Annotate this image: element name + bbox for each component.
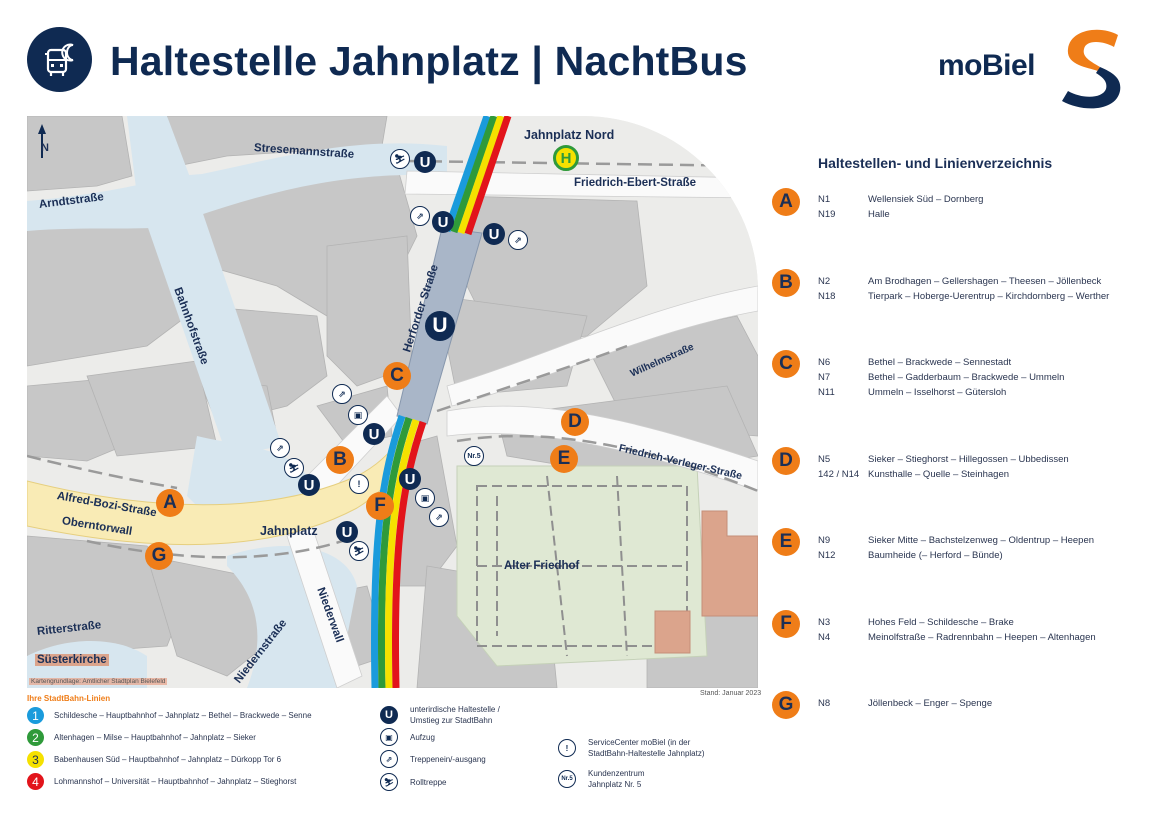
place-label-jahnplatz-nord: Jahnplatz Nord xyxy=(524,128,615,142)
legend-elevator: ▣ Aufzug xyxy=(380,728,435,746)
elevator-icon[interactable]: ▣ xyxy=(415,488,435,508)
legend-stairs: ⇗ Treppenein/-ausgang xyxy=(380,750,486,768)
stop-marker-b[interactable]: B xyxy=(326,446,354,474)
stop-marker-g[interactable]: G xyxy=(145,542,173,570)
stairs-icon[interactable]: ⇗ xyxy=(429,507,449,527)
u-bahn-entrance-icon[interactable]: U xyxy=(432,211,454,233)
stop-badge-e: E xyxy=(772,528,800,556)
u-bahn-entrance-icon[interactable]: U xyxy=(363,423,385,445)
stop-badge-g: G xyxy=(772,691,800,719)
place-label-jahnplatz: Jahnplatz xyxy=(260,524,318,538)
stop-marker-c[interactable]: C xyxy=(383,362,411,390)
street-label-ebert: Friedrich-Ebert-Straße xyxy=(574,177,697,189)
bus-stop-h-icon[interactable]: H xyxy=(553,145,579,171)
elevator-icon[interactable]: ▣ xyxy=(348,405,368,425)
legend-escalator: ⛷ Rolltreppe xyxy=(380,773,446,791)
u-bahn-entrance-icon[interactable]: U xyxy=(336,521,358,543)
elevator-icon: ▣ xyxy=(380,728,398,746)
brand-name: moBiel xyxy=(938,49,1036,82)
map-date-stand: Stand: Januar 2023 xyxy=(700,690,762,697)
stop-marker-d[interactable]: D xyxy=(561,408,589,436)
map-background xyxy=(27,116,758,688)
legend-u-station: U unterirdische Haltestelle /Umstieg zur… xyxy=(380,704,500,726)
north-label: N xyxy=(41,142,49,154)
stairs-icon[interactable]: ⇗ xyxy=(508,230,528,250)
stop-badge-b: B xyxy=(772,269,800,297)
stadtbahn-line-3: 3 Babenhausen Süd – Hauptbahnhof – Jahnp… xyxy=(27,751,281,768)
page-title: Haltestelle Jahnplatz | NachtBus xyxy=(110,38,748,84)
line-4-badge: 4 xyxy=(27,773,44,790)
map-credit: Kartengrundlage: Amtlicher Stadtplan Bie… xyxy=(29,678,168,685)
escalator-icon: ⛷ xyxy=(380,773,398,791)
stop-marker-a[interactable]: A xyxy=(156,489,184,517)
stadtbahn-line-2: 2 Altenhagen – Milse – Hauptbahnhof – Ja… xyxy=(27,729,256,746)
u-bahn-station-icon[interactable]: U xyxy=(425,311,455,341)
line-2-badge: 2 xyxy=(27,729,44,746)
service-center-icon: ! xyxy=(558,739,576,757)
u-bahn-entrance-icon[interactable]: U xyxy=(298,474,320,496)
stop-badge-d: D xyxy=(772,447,800,475)
stadtbahn-line-4: 4 Lohmannshof – Universität – Hauptbahnh… xyxy=(27,773,296,790)
night-bus-icon xyxy=(44,43,73,76)
stairs-icon[interactable]: ⇗ xyxy=(410,206,430,226)
stop-marker-f[interactable]: F xyxy=(366,492,394,520)
u-bahn-entrance-icon[interactable]: U xyxy=(483,223,505,245)
place-label-suesterkirche: Süsterkirche xyxy=(35,654,109,666)
north-arrow-icon xyxy=(38,124,46,158)
stop-badge-f: F xyxy=(772,610,800,638)
directory-title: Haltestellen- und Linienverzeichnis xyxy=(818,155,1053,171)
line-1-badge: 1 xyxy=(27,707,44,724)
stairs-icon[interactable]: ⇗ xyxy=(270,438,290,458)
legend-title: Ihre StadtBahn-Linien xyxy=(27,694,111,703)
station-map: N Stresemannstraße Arndtstraße Bahnhofst… xyxy=(27,116,758,688)
night-bus-logo xyxy=(27,27,92,92)
u-bahn-entrance-icon[interactable]: U xyxy=(399,468,421,490)
escalator-icon[interactable]: ⛷ xyxy=(390,149,410,169)
escalator-icon[interactable]: ⛷ xyxy=(284,458,304,478)
line-3-badge: 3 xyxy=(27,751,44,768)
moBiel-s-icon xyxy=(1062,29,1121,109)
kundenzentrum-nr5-icon[interactable]: Nr.5 xyxy=(464,446,484,466)
stop-marker-e[interactable]: E xyxy=(550,445,578,473)
stairs-icon: ⇗ xyxy=(380,750,398,768)
service-center-icon[interactable]: ! xyxy=(349,474,369,494)
stadtbahn-line-1: 1 Schildesche – Hauptbahnhof – Jahnplatz… xyxy=(27,707,312,724)
moBiel-logo: moBiel xyxy=(938,27,1138,112)
stop-badge-c: C xyxy=(772,350,800,378)
place-label-alter-friedhof: Alter Friedhof xyxy=(504,560,580,572)
stop-badge-a: A xyxy=(772,188,800,216)
u-bahn-icon: U xyxy=(380,706,398,724)
kundenzentrum-nr5-icon: Nr.5 xyxy=(558,770,576,788)
u-bahn-entrance-icon[interactable]: U xyxy=(414,151,436,173)
stairs-icon[interactable]: ⇗ xyxy=(332,384,352,404)
escalator-icon[interactable]: ⛷ xyxy=(349,541,369,561)
